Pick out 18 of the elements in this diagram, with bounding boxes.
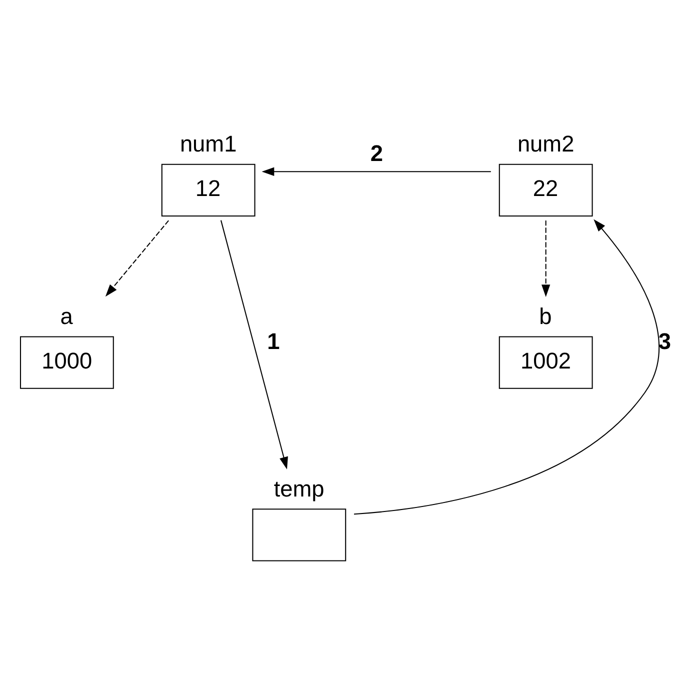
arrow [542,220,550,296]
node-box: 22 [498,163,593,216]
node-box [252,508,346,561]
edge-label: 1 [267,327,280,354]
arrow [105,220,169,296]
edge-label: 3 [658,327,671,354]
node-box: 1000 [20,336,114,388]
node-label: num1 [180,130,237,156]
node-box: 1002 [498,336,593,388]
node-label: temp [274,474,324,501]
arrow [262,166,491,176]
node-box: 12 [161,163,256,216]
arrow [220,220,288,469]
node-label: b [539,302,552,328]
arrow [354,218,660,514]
node-label: a [60,302,73,328]
node-label: num2 [517,130,574,156]
edge-label: 2 [370,139,384,166]
